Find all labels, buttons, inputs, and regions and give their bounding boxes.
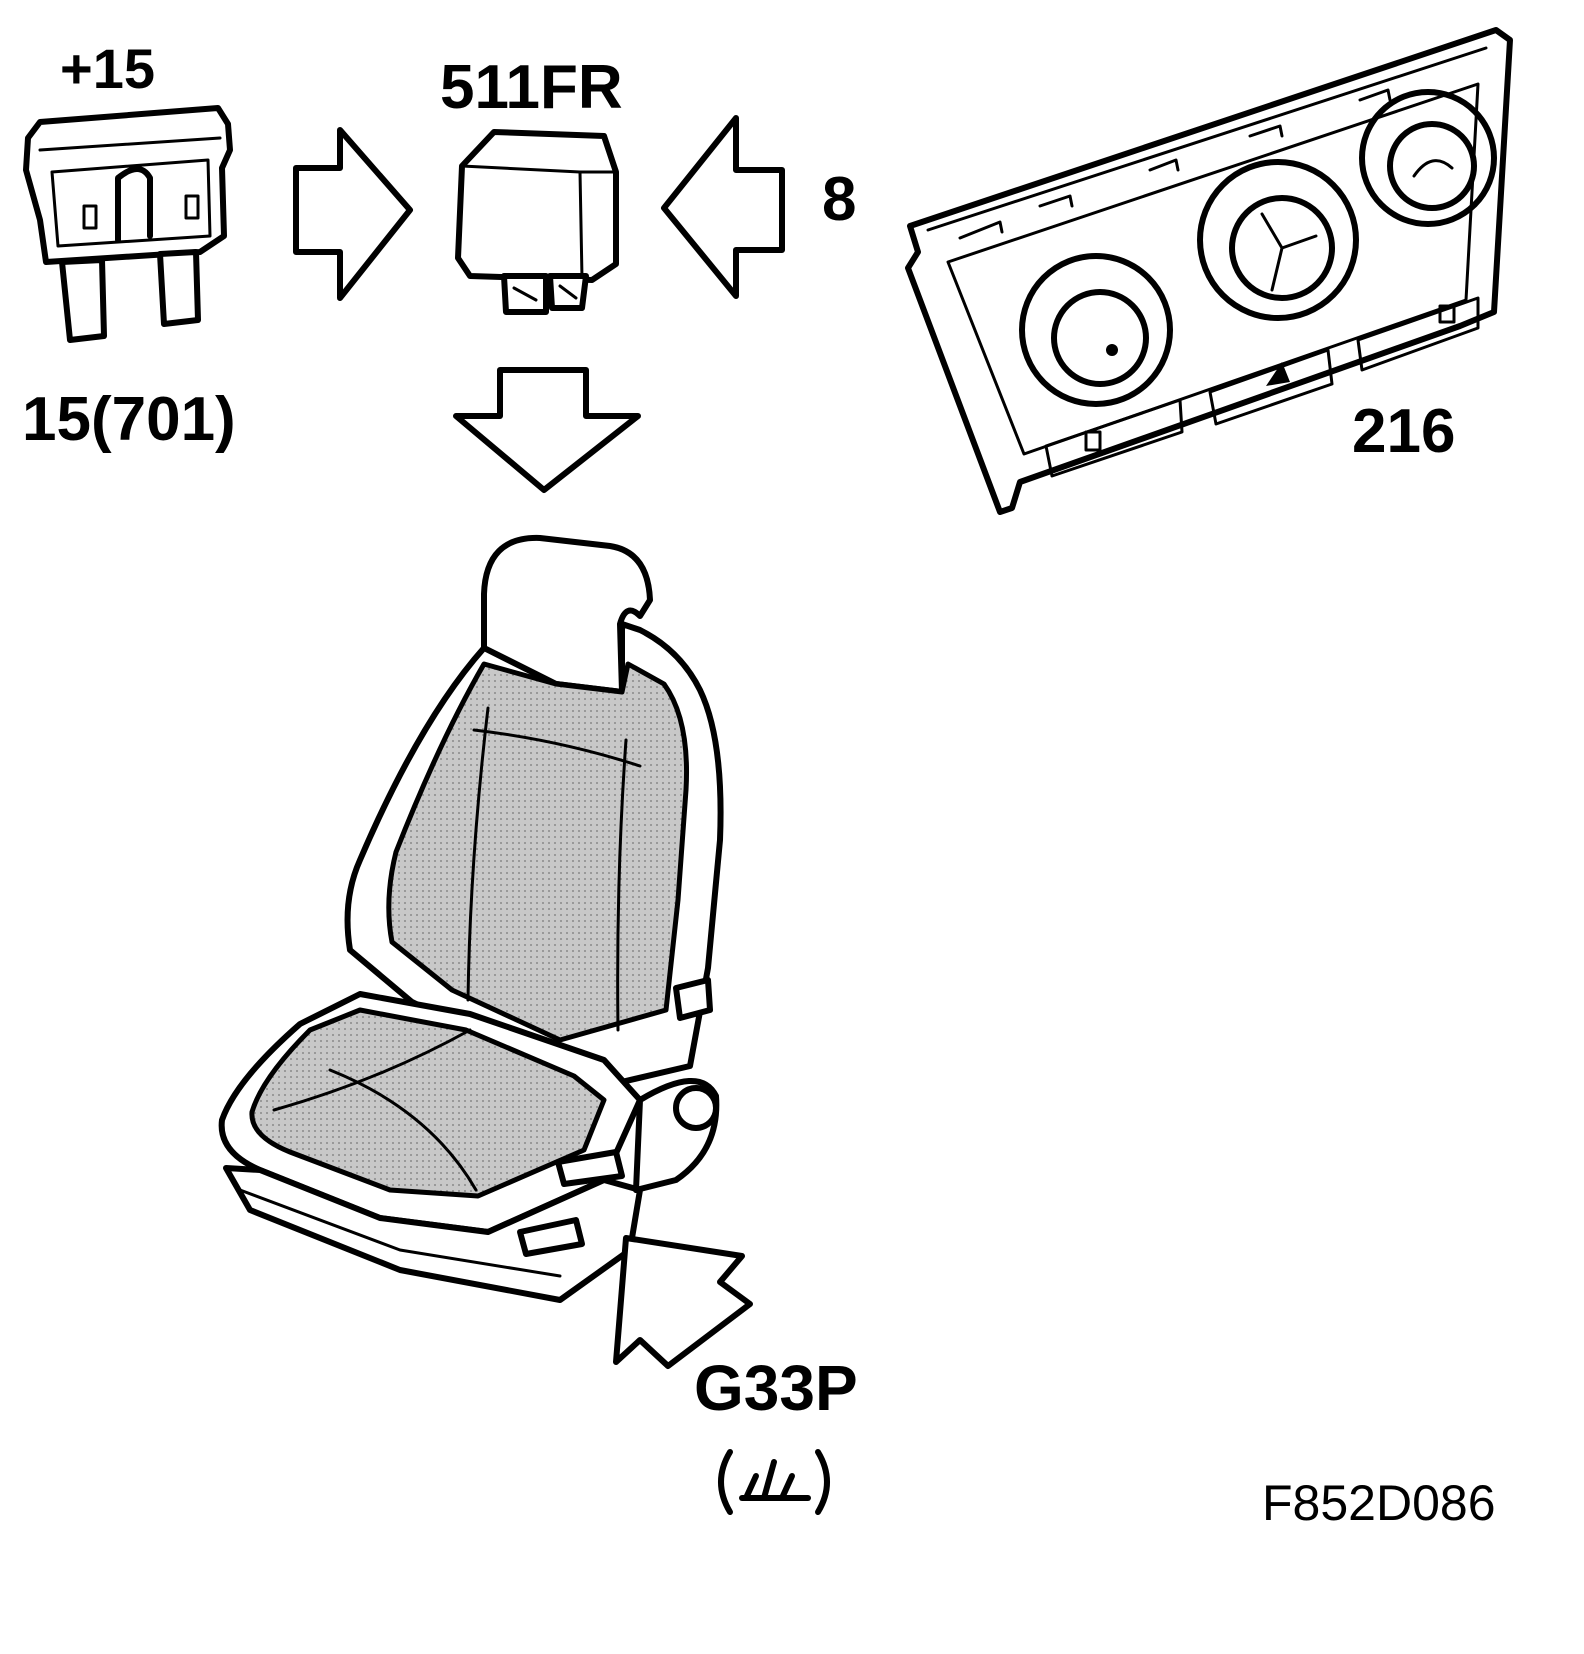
relay-input-label: 8 [822, 165, 856, 234]
supply-label: +15 [60, 37, 155, 100]
arrow-input-to-relay [661, 115, 785, 299]
arrow-fuse-to-relay [293, 127, 413, 301]
fuse-label: 15(701) [22, 385, 236, 454]
climate-control-panel-icon [905, 27, 1513, 515]
relay-icon [455, 129, 619, 315]
ground-point-label: G33P [694, 1352, 858, 1424]
control-panel-label: 216 [1352, 397, 1455, 466]
ground-symbol-icon [718, 1449, 830, 1515]
figure-code: F852D086 [1262, 1475, 1496, 1531]
relay-label: 511FR [440, 53, 623, 122]
blade-fuse-icon [23, 105, 233, 343]
arrow-ground-to-seat [613, 1235, 753, 1369]
arrow-relay-to-seat [453, 367, 641, 493]
heated-seat-icon [218, 534, 724, 1303]
